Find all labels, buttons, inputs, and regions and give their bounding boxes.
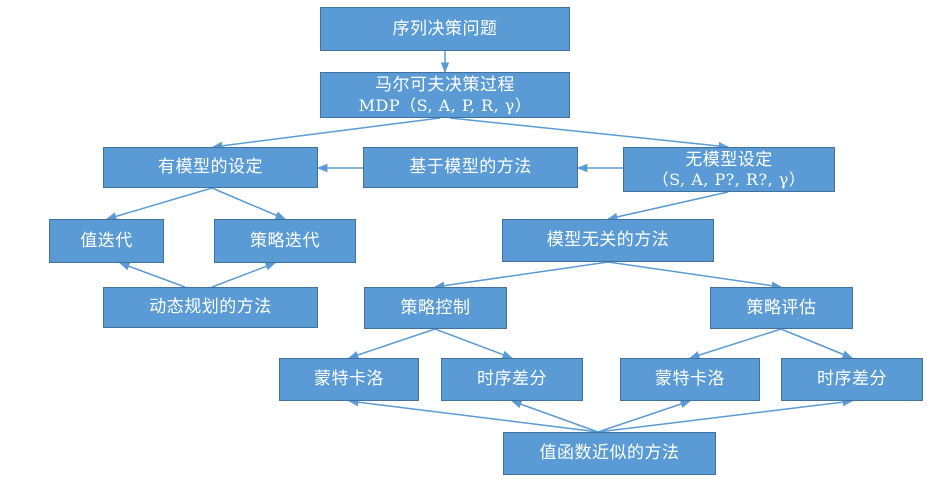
node-model-free-setting: 无模型设定 （S, A, P?, R?, γ） — [623, 147, 835, 192]
node-monte-carlo-left: 蒙特卡洛 — [279, 358, 419, 401]
node-label: 蒙特卡洛 — [314, 369, 384, 390]
node-model-based-method: 基于模型的方法 — [363, 147, 578, 188]
node-label-line2: （S, A, P?, R?, γ） — [652, 170, 806, 190]
arrow-va-to-mc-right — [597, 400, 691, 433]
node-label: 有模型的设定 — [158, 157, 263, 178]
node-label: 值函数近似的方法 — [539, 443, 680, 464]
node-policy-iteration: 策略迭代 — [214, 219, 356, 263]
arrow-policy-eval-to-td-right — [780, 328, 853, 359]
arrow-model-free-setting-to-model-free — [606, 191, 729, 222]
node-label: 时序差分 — [477, 369, 547, 390]
arrow-model-setting-to-value-iter — [105, 187, 213, 221]
arrow-model-free-to-policy-eval — [607, 261, 783, 290]
node-label: 蒙特卡洛 — [655, 369, 725, 390]
node-model-based-setting: 有模型的设定 — [103, 147, 318, 188]
arrow-model-setting-to-policy-iter — [211, 187, 286, 220]
node-label: 策略控制 — [400, 297, 471, 318]
node-label-line1: 无模型设定 — [685, 149, 773, 170]
node-temporal-difference-left: 时序差分 — [441, 358, 583, 401]
arrow-policy-eval-to-mc-right — [688, 328, 782, 360]
node-mdp: 马尔可夫决策过程 MDP（S, A, P, R, γ） — [320, 72, 570, 118]
node-label: 策略迭代 — [250, 230, 320, 251]
node-label: 序列决策问题 — [392, 18, 498, 39]
node-model-free-method: 模型无关的方法 — [502, 219, 714, 262]
arrow-mdp-to-model-free-setting — [449, 117, 730, 151]
arrow-va-to-td-right — [597, 397, 854, 433]
node-label-line2: MDP（S, A, P, R, γ） — [358, 95, 532, 115]
arrow-model-free-to-policy-control — [433, 261, 609, 290]
node-label: 模型无关的方法 — [546, 230, 670, 251]
node-label: 动态规划的方法 — [149, 297, 272, 318]
node-label: 基于模型的方法 — [409, 157, 532, 178]
arrow-policy-control-to-td-left — [434, 328, 513, 359]
node-sequential-decision-problem: 序列决策问题 — [320, 7, 570, 51]
node-value-iteration: 值迭代 — [49, 219, 164, 263]
arrow-mdp-to-model-setting — [211, 117, 441, 150]
node-label: 策略评估 — [746, 297, 817, 318]
arrow-va-to-mc-left — [347, 397, 599, 433]
node-value-function-approximation: 值函数近似的方法 — [503, 432, 716, 475]
arrow-dp-to-value-iter — [119, 262, 186, 288]
arrow-dp-to-policy-iter — [211, 262, 276, 288]
arrow-policy-control-to-mc-left — [348, 328, 436, 359]
node-monte-carlo-right: 蒙特卡洛 — [620, 358, 760, 401]
arrow-va-to-td-left — [511, 400, 599, 433]
node-label-line1: 马尔可夫决策过程 — [375, 75, 515, 96]
node-policy-evaluation: 策略评估 — [710, 287, 853, 329]
node-dynamic-programming: 动态规划的方法 — [103, 287, 318, 328]
node-policy-control: 策略控制 — [364, 287, 507, 329]
node-label: 值迭代 — [80, 230, 133, 251]
node-label: 时序差分 — [817, 369, 887, 390]
node-temporal-difference-right: 时序差分 — [781, 358, 923, 401]
